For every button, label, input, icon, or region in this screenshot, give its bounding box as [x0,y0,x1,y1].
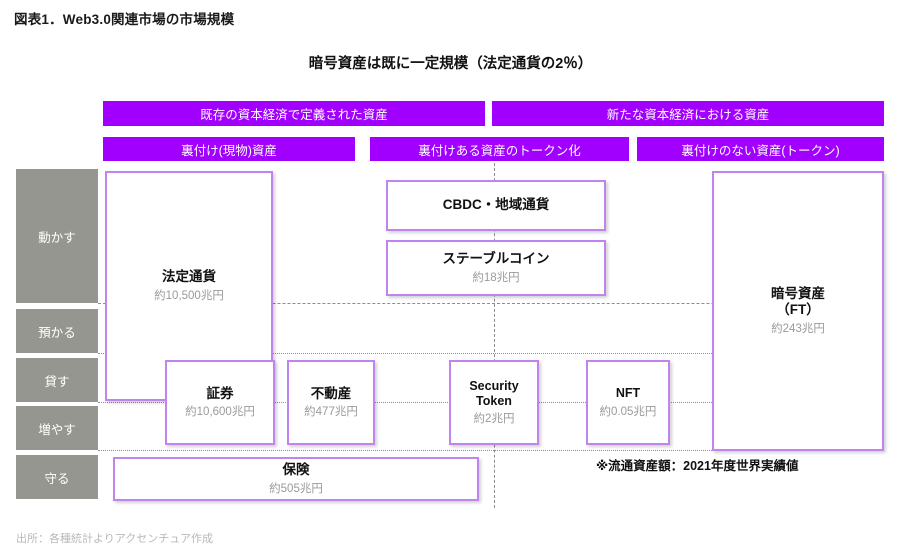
asset-box-securities[interactable]: 証券 約10,600兆円 [165,360,275,445]
asset-name-line2: （FT） [776,302,820,317]
band-backed-physical-assets: 裏付け(現物)資産 [103,137,355,161]
row-label-text: 貸す [44,374,70,389]
source-note: 出所：各種統計よりアクセンチュア作成 [16,533,214,545]
divider-grow-protect [98,450,884,451]
asset-box-insurance[interactable]: 保険 約505兆円 [113,457,479,501]
asset-value: 約10,500兆円 [154,289,224,302]
row-label-protect: 守る [16,455,98,499]
asset-value: 約0.05兆円 [599,405,657,418]
row-label-text: 守る [44,471,70,486]
asset-box-crypto-ft[interactable]: 暗号資産 （FT） 約243兆円 [712,171,884,451]
asset-name: 証券 [206,385,234,401]
asset-name: ステーブルコイン [442,251,550,267]
asset-name: 保険 [282,462,310,478]
asset-value: 約18兆円 [472,271,520,284]
asset-box-nft[interactable]: NFT 約0.05兆円 [586,360,670,445]
band-label: 裏付けのない資産(トークン) [681,143,840,158]
figure-title: 図表1．Web3.0関連市場の市場規模 [14,12,235,27]
band-unbacked-assets: 裏付けのない資産(トークン) [637,137,884,161]
row-label-text: 預かる [38,325,76,340]
asset-value: 約505兆円 [269,482,323,495]
row-label-lend: 貸す [16,358,98,402]
asset-box-real-estate[interactable]: 不動産 約477兆円 [287,360,375,445]
divider-move-custody [98,303,884,304]
row-label-move: 動かす [16,169,98,303]
asset-box-security-token[interactable]: Security Token 約2兆円 [449,360,539,445]
band-label: 裏付け(現物)資産 [181,143,277,158]
asset-value: 約10,600兆円 [185,406,255,419]
asset-name: Security [469,378,519,393]
footnote: ※流通資産額：2021年度世界実績値 [596,459,799,473]
asset-value: 約477兆円 [304,406,358,419]
divider-vertical-center [494,163,495,508]
row-label-grow: 増やす [16,406,98,450]
row-label-text: 増やす [38,422,76,437]
row-label-custody: 預かる [16,309,98,353]
asset-name: NFT [615,386,641,401]
band-tokenized-backed-assets: 裏付けある資産のトークン化 [370,137,629,161]
row-label-text: 動かす [38,230,76,245]
band-label: 新たな資本経済における資産 [606,108,770,122]
divider-custody-lend [98,353,884,354]
asset-name: 不動産 [310,385,352,401]
chart-subtitle: 暗号資産は既に一定規模（法定通貨の2％） [308,56,593,72]
asset-name: CBDC・地域通貨 [442,196,550,212]
asset-name-line2: Token [476,393,512,408]
asset-name: 法定通貨 [162,269,216,285]
band-new-capital-economy: 新たな資本経済における資産 [492,101,884,126]
asset-value: 約2兆円 [473,413,515,426]
band-label: 裏付けある資産のトークン化 [418,143,581,158]
band-existing-capital-economy: 既存の資本経済で定義された資産 [103,101,485,126]
asset-value: 約243兆円 [771,322,825,335]
asset-box-cbdc[interactable]: CBDC・地域通貨 [386,180,606,231]
asset-box-stablecoin[interactable]: ステーブルコイン 約18兆円 [386,240,606,296]
band-label: 既存の資本経済で定義された資産 [200,108,388,122]
asset-name: 暗号資産 [771,286,825,302]
